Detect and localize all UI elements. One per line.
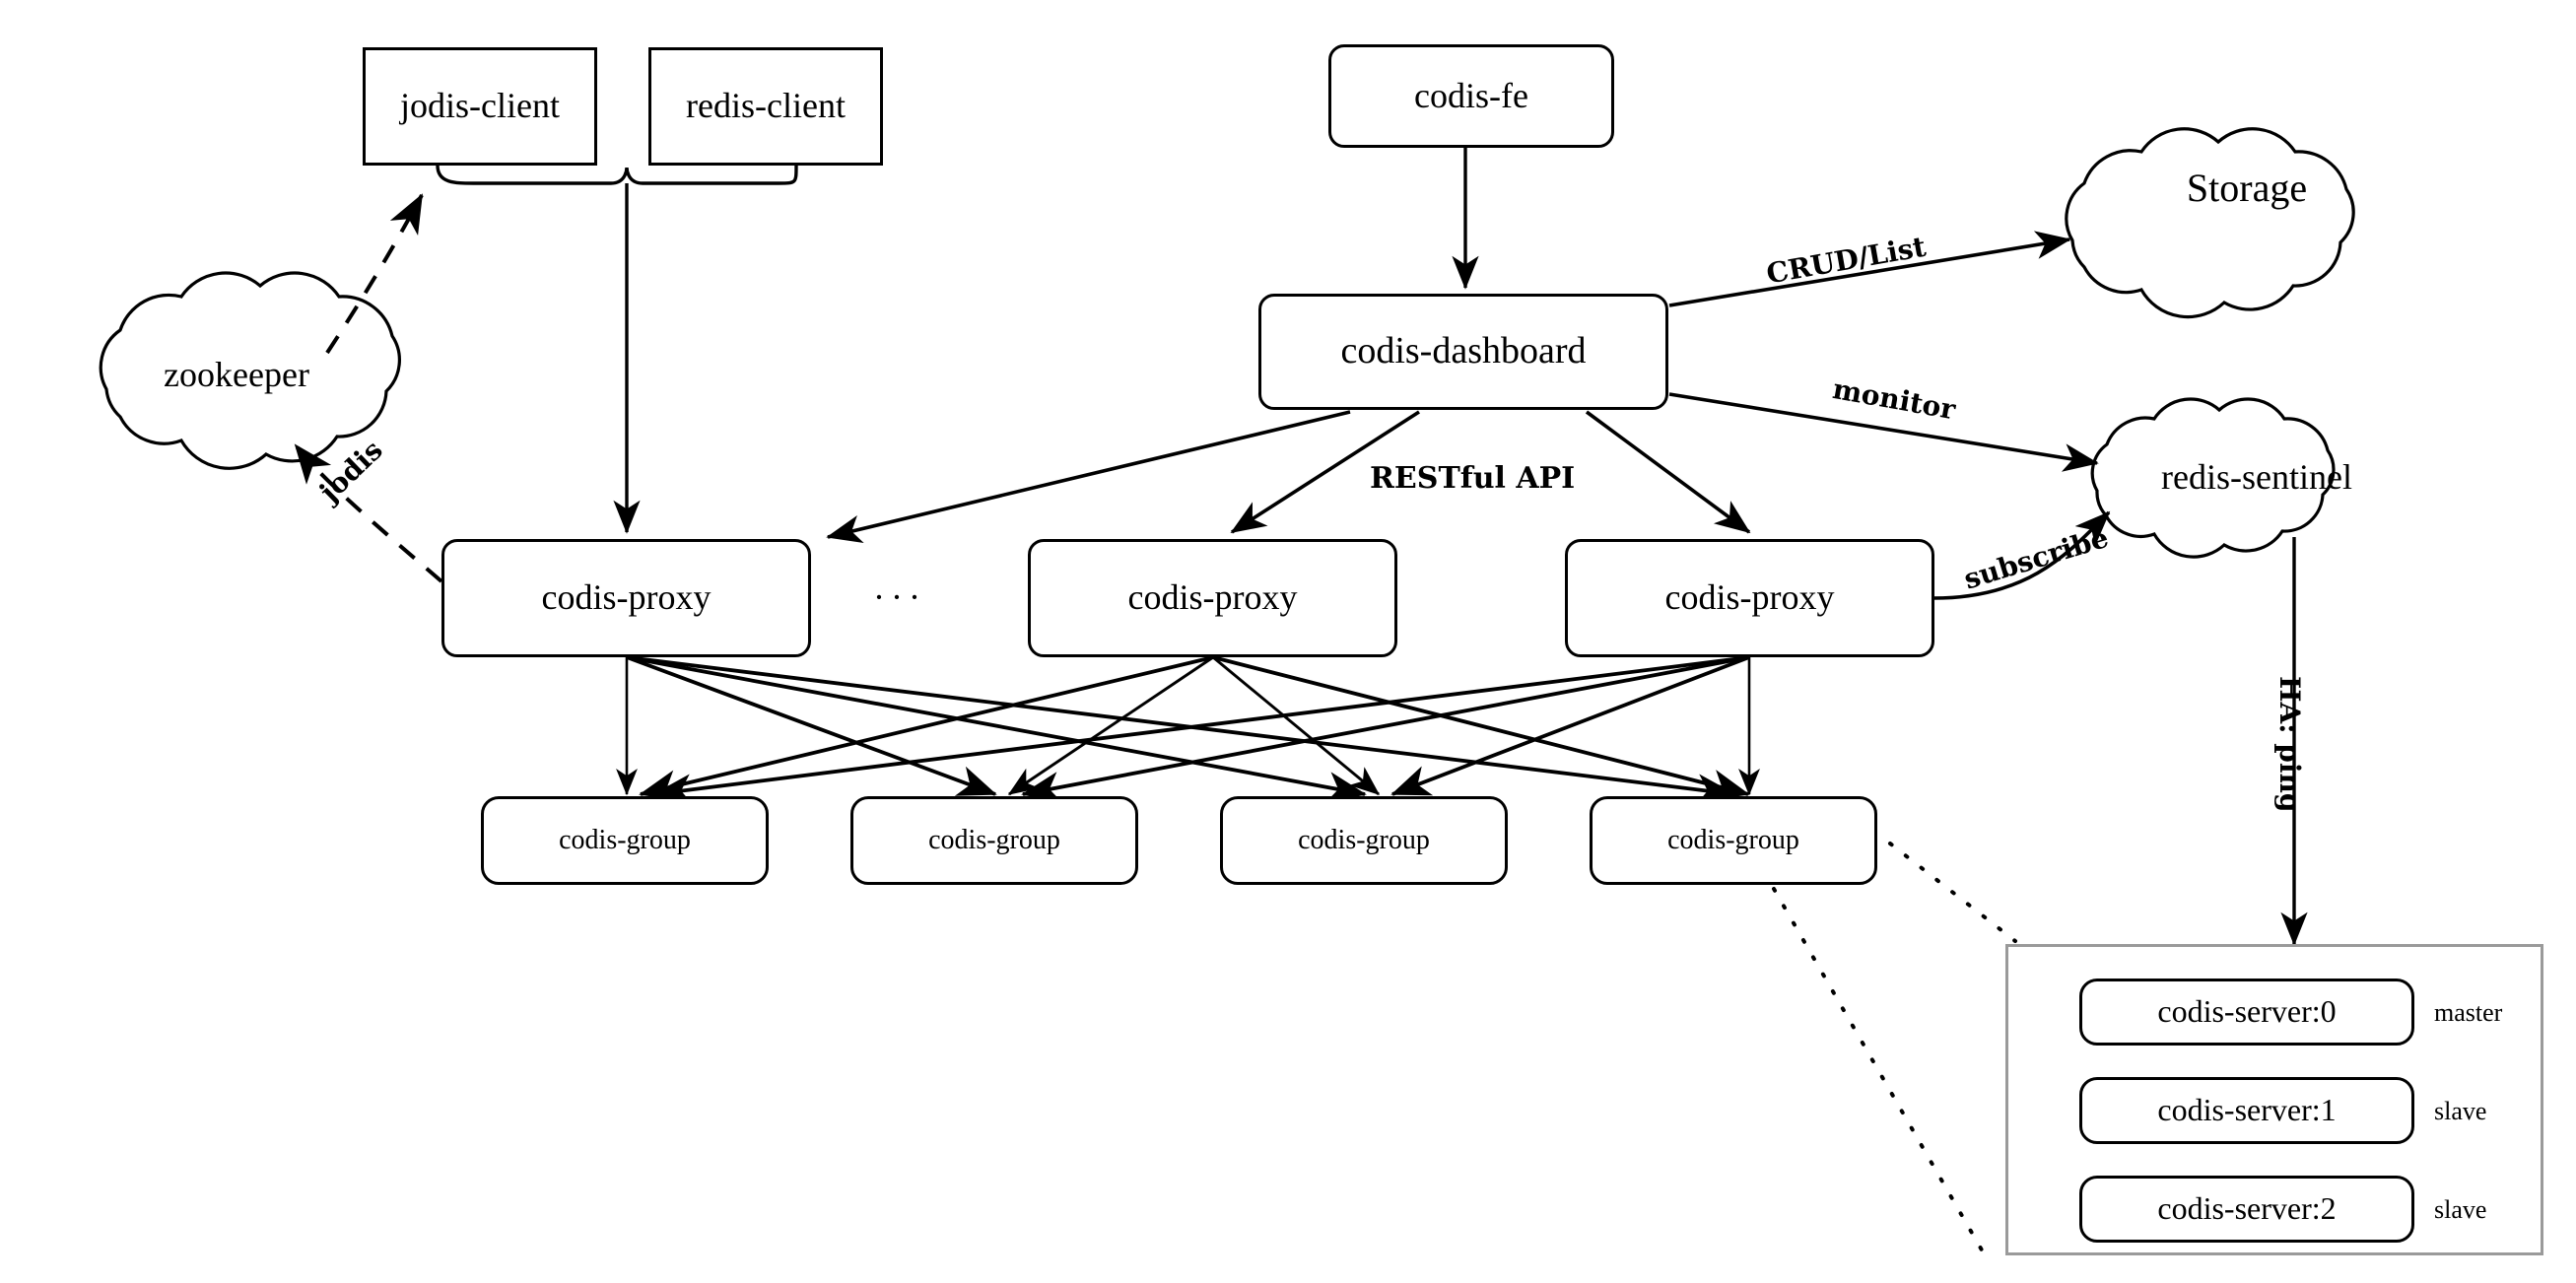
node-zookeeper-label: zookeeper [164, 355, 309, 394]
node-redis-sentinel-label: redis-sentinel [2161, 457, 2352, 497]
node-codis-server-1-label: codis-server:1 [2157, 1092, 2337, 1128]
node-codis-fe[interactable]: codis-fe [1328, 44, 1614, 148]
edge-group-to-server-panel-callout [1772, 842, 2017, 1255]
edge-label-restful-api: RESTful API [1370, 461, 1576, 496]
node-codis-proxy-2[interactable]: codis-proxy [1028, 539, 1397, 657]
node-zookeeper: zookeeper [89, 340, 384, 409]
edge-label-crud-list: CRUD/List [1764, 230, 1929, 291]
codis-server-2-role: slave [2434, 1195, 2487, 1224]
node-redis-client[interactable]: redis-client [648, 47, 883, 166]
edge-label-jodis: jodis [313, 434, 389, 508]
node-codis-proxy-2-label: codis-proxy [1127, 577, 1298, 618]
node-codis-group-4-label: codis-group [1667, 824, 1799, 855]
node-codis-server-2-label: codis-server:2 [2157, 1190, 2337, 1227]
edge-client-brace [436, 165, 798, 185]
node-codis-group-1[interactable]: codis-group [481, 796, 769, 885]
codis-server-0-role: master [2434, 998, 2503, 1027]
codis-server-group-panel: codis-server:0 master codis-server:1 sla… [2005, 944, 2543, 1255]
edge-zookeeper-to-jodis-client [325, 193, 424, 355]
node-codis-dashboard[interactable]: codis-dashboard [1258, 294, 1668, 410]
node-codis-server-1[interactable]: codis-server:1 [2079, 1077, 2414, 1144]
edge-label-ha-ping: HA: ping [2273, 676, 2306, 813]
cloud-storage-shape [2065, 127, 2355, 319]
node-codis-group-2-label: codis-group [928, 824, 1060, 855]
node-redis-client-label: redis-client [686, 86, 846, 126]
node-codis-proxy-1[interactable]: codis-proxy [441, 539, 811, 657]
node-jodis-client-label: jodis-client [400, 86, 560, 126]
node-storage: Storage [2089, 153, 2405, 222]
node-codis-proxy-3-label: codis-proxy [1664, 577, 1835, 618]
node-codis-group-2[interactable]: codis-group [850, 796, 1138, 885]
node-storage-label: Storage [2186, 165, 2308, 210]
codis-server-1-role: slave [2434, 1097, 2487, 1125]
cloud-redis-sentinel-shape [2090, 397, 2336, 559]
node-codis-group-3-label: codis-group [1298, 824, 1430, 855]
node-codis-group-4[interactable]: codis-group [1590, 796, 1877, 885]
node-jodis-client[interactable]: jodis-client [363, 47, 597, 166]
node-codis-proxy-1-label: codis-proxy [541, 577, 712, 618]
node-codis-fe-label: codis-fe [1414, 75, 1528, 115]
edge-dashboard-to-proxy3 [1585, 410, 1751, 534]
edge-label-monitor: monitor [1830, 372, 1958, 427]
edge-proxy-to-group-mesh [616, 655, 1760, 806]
cloud-zookeeper-shape [99, 271, 401, 470]
edge-label-subscribe: subscribe [1960, 520, 2113, 596]
node-redis-sentinel: redis-sentinel [2109, 445, 2405, 508]
node-codis-server-2[interactable]: codis-server:2 [2079, 1176, 2414, 1243]
node-codis-group-3[interactable]: codis-group [1220, 796, 1508, 885]
proxy-ellipsis: ··· [873, 577, 926, 617]
node-codis-server-0-label: codis-server:0 [2157, 993, 2337, 1030]
edge-dashboard-to-proxy1 [826, 410, 1351, 544]
node-codis-group-1-label: codis-group [559, 824, 691, 855]
node-codis-server-0[interactable]: codis-server:0 [2079, 979, 2414, 1046]
node-codis-dashboard-label: codis-dashboard [1340, 330, 1587, 372]
node-codis-proxy-3[interactable]: codis-proxy [1565, 539, 1934, 657]
